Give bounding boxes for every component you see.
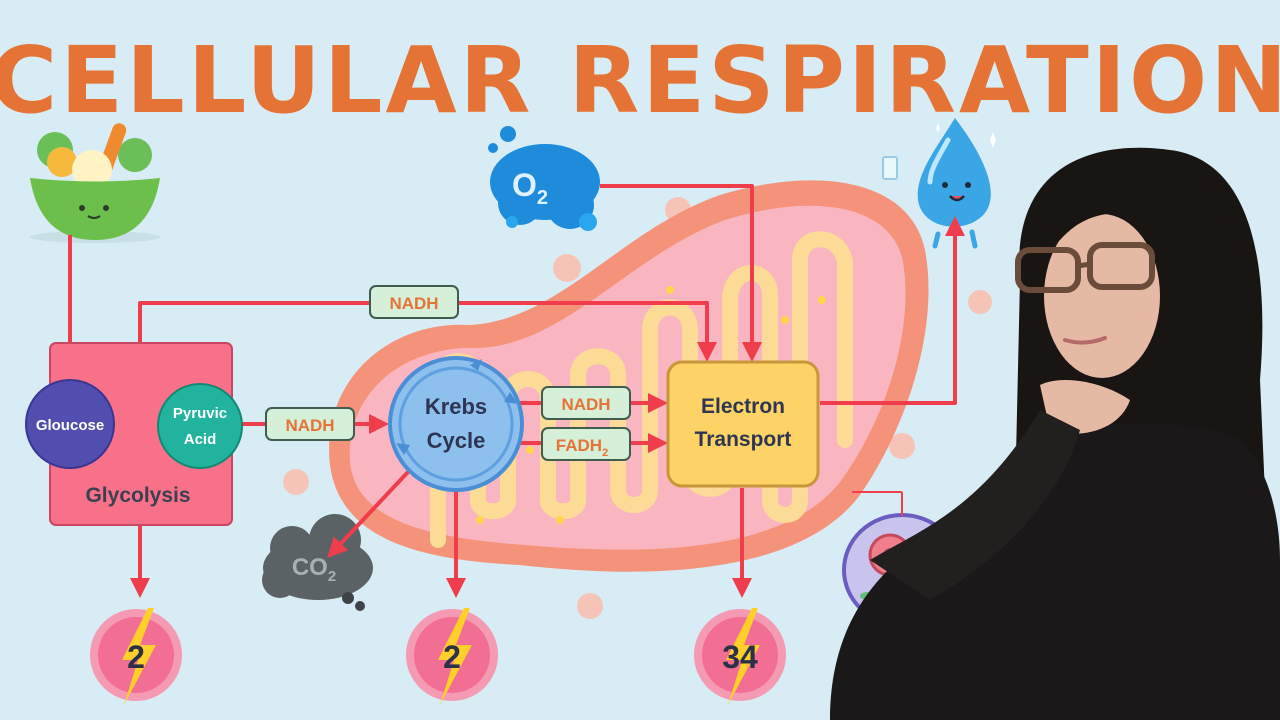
- svg-text:NADH: NADH: [561, 395, 610, 414]
- page-title: CELLULAR RESPIRATION: [0, 27, 1280, 134]
- atp-count-glycolysis: 2: [127, 639, 145, 675]
- oxygen-label: O: [512, 167, 537, 203]
- atp-badge-krebs: 2: [406, 608, 498, 705]
- glucose-node: Gloucose: [26, 380, 114, 468]
- pyruvic-label-line1: Pyruvic: [173, 405, 227, 422]
- electron-transport-box: Electron Transport: [668, 362, 818, 486]
- nadh-tag-krebs: NADH: [542, 387, 630, 419]
- nadh-tag-top: NADH: [370, 286, 458, 318]
- food-bowl-icon: [30, 121, 160, 243]
- fadh-label: FADH: [556, 436, 602, 455]
- nadh-tag-pyruvic: NADH: [266, 408, 354, 440]
- oxygen-cloud-icon: O2: [488, 126, 600, 231]
- pyruvic-label-line2: Acid: [184, 431, 217, 448]
- krebs-cycle-node: Krebs Cycle: [390, 358, 522, 490]
- fadh2-tag-krebs: FADH2: [542, 428, 630, 460]
- atp-badge-electron-transport: 34: [694, 608, 786, 705]
- svg-text:NADH: NADH: [389, 294, 438, 313]
- pyruvic-acid-node: Pyruvic Acid: [158, 384, 242, 468]
- atp-badge-glycolysis: 2: [90, 608, 182, 705]
- glucose-label: Gloucose: [36, 417, 104, 434]
- etc-label-line2: Transport: [695, 428, 792, 451]
- co2-subscript: 2: [328, 568, 336, 585]
- fadh-subscript: 2: [602, 447, 608, 459]
- krebs-label-line1: Krebs: [425, 394, 487, 419]
- co2-label: CO: [292, 554, 328, 581]
- oxygen-subscript: 2: [537, 187, 548, 209]
- glycolysis-label: Glycolysis: [85, 484, 190, 507]
- atp-count-krebs: 2: [443, 639, 461, 675]
- atp-count-electron-transport: 34: [722, 639, 758, 675]
- etc-label-line1: Electron: [701, 395, 785, 418]
- svg-text:NADH: NADH: [285, 416, 334, 435]
- krebs-label-line2: Cycle: [427, 428, 486, 453]
